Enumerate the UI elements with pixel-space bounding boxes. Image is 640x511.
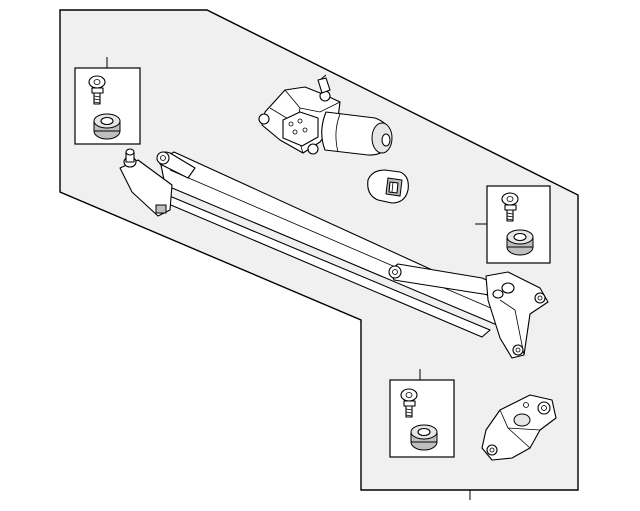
bolt-icon <box>88 75 106 105</box>
motor-mount-ear <box>258 113 270 125</box>
bolt-and-grommet-kit-right[interactable] <box>475 185 551 264</box>
motor-connector <box>282 111 319 147</box>
grommet-icon <box>93 113 121 140</box>
wiper-motor[interactable] <box>258 74 393 156</box>
left-pivot-tab <box>155 204 167 214</box>
bolt-icon <box>400 388 418 418</box>
motor-mount-ear <box>307 143 319 155</box>
linkage-mounting-bracket[interactable] <box>481 394 557 461</box>
grommet-icon <box>506 229 534 256</box>
wiper-linkage-transmission[interactable] <box>119 148 549 359</box>
bolt-and-grommet-kit-lower[interactable] <box>389 369 455 458</box>
left-pivot-housing <box>119 159 173 217</box>
motor-grommet[interactable] <box>367 169 409 204</box>
bolt-and-grommet-kit-upper-left[interactable] <box>74 57 141 145</box>
grommet-icon <box>410 424 438 451</box>
bolt-icon <box>501 192 519 222</box>
right-pivot-shaft <box>501 282 515 294</box>
